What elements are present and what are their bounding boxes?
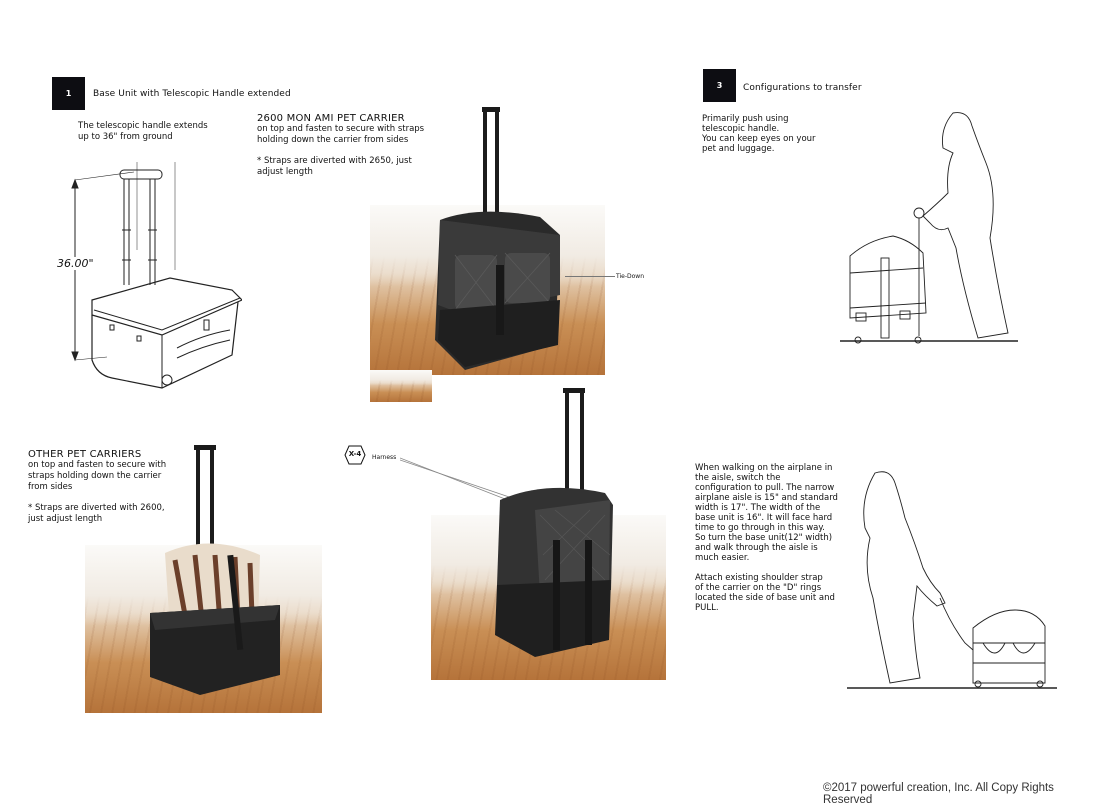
section-3-number: 3 (716, 81, 723, 90)
base-unit-drawing (52, 160, 242, 390)
copyright-notice: ©2017 powerful creation, Inc. All Copy R… (823, 782, 1054, 806)
dimension-label: 36.00" (56, 257, 95, 270)
section-1-title: Base Unit with Telescopic Handle extende… (93, 89, 291, 99)
harness-badge: X-4 (344, 445, 366, 465)
push-description: Primarily push using telescopic handle. … (702, 114, 816, 154)
mon-ami-photo-background-lower (370, 370, 432, 402)
harness-label: Harness (372, 454, 397, 461)
harness-carrier-photo (485, 385, 625, 665)
other-carriers-photo (140, 445, 290, 710)
push-configuration-illustration (838, 108, 1028, 348)
mon-ami-description: 2600 MON AMI PET CARRIER on top and fast… (257, 113, 425, 177)
section-3-title: Configurations to transfer (743, 83, 862, 93)
harness-callout-lines (400, 455, 520, 505)
mon-ami-carrier-photo (420, 105, 570, 375)
handle-description: The telescopic handle extends up to 36" … (78, 121, 208, 142)
section-1-number-badge: 1 (52, 77, 85, 110)
tie-down-callout-line (565, 276, 615, 277)
section-3-number-badge: 3 (703, 69, 736, 102)
section-1-number: 1 (65, 89, 72, 98)
other-carriers-heading: OTHER PET CARRIERS (28, 449, 142, 460)
mon-ami-heading: 2600 MON AMI PET CARRIER (257, 113, 405, 124)
tie-down-label: Tie-Down (616, 273, 645, 280)
other-carriers-description: OTHER PET CARRIERS on top and fasten to … (28, 449, 167, 524)
pull-description: When walking on the airplane in the aisl… (695, 463, 838, 613)
harness-badge-text: X-4 (348, 450, 362, 458)
pull-configuration-illustration (845, 468, 1070, 693)
